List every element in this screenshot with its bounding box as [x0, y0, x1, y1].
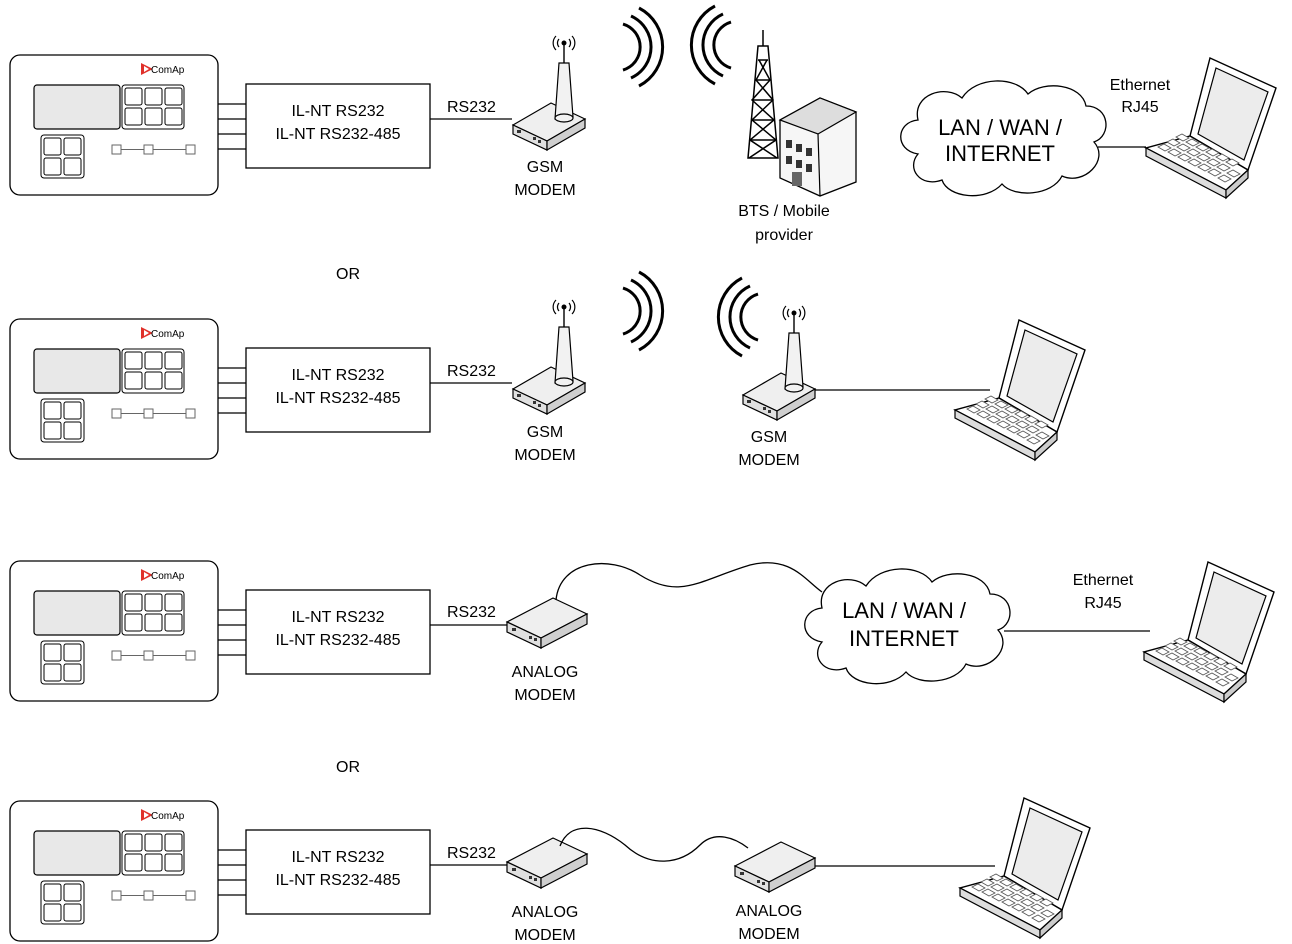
controller-connectors	[217, 849, 247, 896]
or-label: OR	[336, 266, 360, 283]
brand-logo: ComAp	[151, 811, 185, 822]
laptop-icon	[1143, 561, 1275, 703]
radio-waves-icon	[621, 270, 665, 352]
analog-modem-label-1: ANALOG	[512, 904, 579, 921]
converter-line-1: IL-NT RS232	[291, 849, 384, 866]
analog-modem-label-2: MODEM	[514, 927, 575, 944]
bts-label-2: provider	[755, 227, 813, 244]
radio-waves-icon	[621, 6, 665, 88]
gsm-modem-icon	[512, 299, 586, 415]
brand-logo: ComAp	[151, 329, 185, 340]
gsm-modem-label-2: MODEM	[514, 182, 575, 199]
brand-logo: ComAp	[151, 65, 185, 76]
cloud-label-2: INTERNET	[849, 626, 959, 651]
controller-connectors	[217, 609, 247, 656]
converter-line-2: IL-NT RS232-485	[275, 390, 400, 407]
cloud-label-1: LAN / WAN /	[938, 115, 1063, 140]
analog-modem-icon	[506, 597, 588, 649]
row-gsm-gsm: ComAp IL-NT RS232 IL-NT RS232-485 RS232 …	[9, 270, 1086, 469]
or-label: OR	[336, 759, 360, 776]
converter-box	[245, 347, 431, 433]
bts-tower-icon	[747, 30, 779, 159]
row-analog-analog: ComAp IL-NT RS232 IL-NT RS232-485 RS232 …	[9, 797, 1091, 944]
rs232-label: RS232	[447, 845, 496, 862]
gsm-modem-icon	[742, 305, 816, 421]
row-gsm-bts: ComAp IL-NT RS232 IL-NT RS232-485 RS232 …	[9, 4, 1277, 244]
bts-label-1: BTS / Mobile	[738, 203, 830, 220]
gsm-modem-label-1: GSM	[751, 429, 787, 446]
analog-modem-label-2: MODEM	[738, 926, 799, 943]
provider-building-icon	[778, 97, 858, 197]
row-analog-internet: ComAp IL-NT RS232 IL-NT RS232-485 RS232 …	[9, 560, 1275, 704]
analog-modem-label-2: MODEM	[514, 687, 575, 704]
converter-box	[245, 83, 431, 169]
analog-modem-icon	[506, 837, 588, 889]
gsm-modem-label-1: GSM	[527, 424, 563, 441]
rs232-label: RS232	[447, 99, 496, 116]
controller-unit	[9, 318, 219, 460]
radio-waves-icon	[689, 4, 733, 86]
ethernet-label-1: Ethernet	[1073, 572, 1134, 589]
converter-line-2: IL-NT RS232-485	[275, 632, 400, 649]
rs232-label: RS232	[447, 363, 496, 380]
converter-line-2: IL-NT RS232-485	[275, 126, 400, 143]
ethernet-label-2: RJ45	[1121, 99, 1158, 116]
gsm-modem-label-2: MODEM	[514, 447, 575, 464]
converter-line-1: IL-NT RS232	[291, 103, 384, 120]
converter-line-1: IL-NT RS232	[291, 367, 384, 384]
phone-line	[555, 562, 823, 601]
cloud-label-1: LAN / WAN /	[842, 598, 967, 623]
gsm-modem-label-1: GSM	[527, 159, 563, 176]
analog-modem-icon	[734, 841, 816, 893]
ethernet-label-1: Ethernet	[1110, 77, 1171, 94]
converter-box	[245, 829, 431, 915]
controller-unit	[9, 560, 219, 702]
analog-modem-label-1: ANALOG	[736, 903, 803, 920]
converter-box	[245, 589, 431, 675]
gsm-modem-icon	[512, 35, 586, 151]
converter-line-2: IL-NT RS232-485	[275, 872, 400, 889]
phone-line	[559, 827, 749, 862]
controller-unit	[9, 800, 219, 942]
radio-waves-icon	[716, 276, 760, 358]
laptop-icon	[959, 797, 1091, 939]
controller-connectors	[217, 367, 247, 414]
converter-line-1: IL-NT RS232	[291, 609, 384, 626]
ethernet-label-2: RJ45	[1084, 595, 1121, 612]
gsm-modem-label-2: MODEM	[738, 452, 799, 469]
controller-unit	[9, 54, 219, 196]
controller-connectors	[217, 103, 247, 150]
brand-logo: ComAp	[151, 571, 185, 582]
analog-modem-label-1: ANALOG	[512, 664, 579, 681]
cloud-label-2: INTERNET	[945, 141, 1055, 166]
rs232-label: RS232	[447, 604, 496, 621]
